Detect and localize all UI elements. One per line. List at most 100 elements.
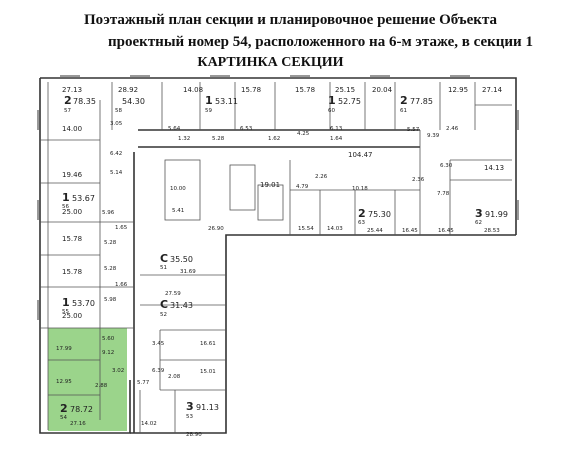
room-label: 6.30 bbox=[440, 163, 453, 169]
plan-title-line1: Поэтажный план секции и планировочное ре… bbox=[83, 12, 497, 28]
room-label: 6.13 bbox=[330, 126, 343, 132]
room-label: 17.99 bbox=[56, 346, 72, 352]
room-label: 16.61 bbox=[200, 341, 216, 347]
svg-text:56: 56 bbox=[62, 204, 69, 210]
room-label: 7.78 bbox=[437, 191, 450, 197]
room-label: 3.45 bbox=[152, 341, 165, 347]
svg-text:2: 2 bbox=[64, 94, 72, 107]
room-label: 9.39 bbox=[427, 133, 440, 139]
room-label: 6.39 bbox=[152, 368, 165, 374]
svg-text:91.13: 91.13 bbox=[196, 403, 219, 412]
room-label: 4.79 bbox=[296, 184, 309, 190]
room-label: 16.45 bbox=[402, 228, 418, 234]
room-label: 25.15 bbox=[335, 86, 355, 94]
svg-text:53.11: 53.11 bbox=[215, 97, 238, 106]
room-label: 16.45 bbox=[438, 228, 454, 234]
room-label: 20.04 bbox=[372, 86, 393, 94]
room-label: 10.18 bbox=[352, 186, 368, 192]
highlighted-apartment-fill[interactable] bbox=[48, 328, 127, 431]
room-label: 5.98 bbox=[104, 297, 117, 303]
room-label: 15.78 bbox=[241, 86, 261, 94]
svg-text:1: 1 bbox=[62, 296, 70, 309]
room-label: 27.14 bbox=[482, 86, 503, 94]
room-label: 15.78 bbox=[62, 268, 82, 276]
interior-walls bbox=[40, 82, 512, 433]
svg-text:53: 53 bbox=[186, 414, 193, 420]
svg-text:78.35: 78.35 bbox=[73, 97, 96, 106]
room-label: 104.47 bbox=[348, 151, 373, 159]
room-label: 5.64 bbox=[168, 126, 181, 132]
svg-text:3: 3 bbox=[475, 207, 483, 220]
room-label: 26.90 bbox=[208, 226, 224, 232]
room-label: 1.64 bbox=[330, 136, 343, 142]
svg-text:52: 52 bbox=[160, 312, 167, 318]
svg-text:С: С bbox=[160, 252, 168, 265]
room-label: 1.65 bbox=[115, 225, 128, 231]
svg-text:1: 1 bbox=[328, 94, 336, 107]
room-label: 27.13 bbox=[62, 86, 82, 94]
plan-title-line3: КАРТИНКА СЕКЦИИ bbox=[197, 55, 344, 70]
room-label: 5.28 bbox=[212, 136, 225, 142]
room-label: 14.13 bbox=[484, 164, 504, 172]
room-label: 1.66 bbox=[115, 282, 128, 288]
svg-text:1: 1 bbox=[62, 191, 70, 204]
room-label: 6.53 bbox=[240, 126, 253, 132]
room-label: 2.26 bbox=[315, 174, 328, 180]
room-label: 28.90 bbox=[186, 432, 202, 438]
room-label: 5.41 bbox=[172, 208, 184, 214]
svg-text:1: 1 bbox=[205, 94, 213, 107]
svg-text:С: С bbox=[160, 298, 168, 311]
svg-text:52.75: 52.75 bbox=[338, 97, 361, 106]
svg-text:77.85: 77.85 bbox=[410, 97, 433, 106]
svg-text:2: 2 bbox=[358, 207, 366, 220]
window-marks bbox=[37, 75, 519, 320]
svg-text:54: 54 bbox=[60, 415, 67, 421]
svg-text:91.99: 91.99 bbox=[485, 210, 508, 219]
room-label: 6.42 bbox=[110, 151, 122, 157]
svg-text:53.70: 53.70 bbox=[72, 299, 95, 308]
room-label: 3.02 bbox=[112, 368, 124, 374]
room-label: 14.03 bbox=[327, 226, 343, 232]
svg-text:53.67: 53.67 bbox=[72, 194, 95, 203]
room-label: 28.53 bbox=[484, 228, 500, 234]
room-label: 2.36 bbox=[412, 177, 425, 183]
room-label: 12.95 bbox=[56, 379, 72, 385]
svg-text:62: 62 bbox=[475, 220, 482, 226]
room-label: 10.00 bbox=[170, 186, 186, 192]
room-label: 25.00 bbox=[62, 208, 82, 216]
room-label: 12.95 bbox=[448, 86, 468, 94]
room-label: 14.02 bbox=[141, 421, 157, 427]
room-label: 15.54 bbox=[298, 226, 314, 232]
room-label: 15.01 bbox=[200, 369, 216, 375]
room-label: 9.12 bbox=[102, 350, 114, 356]
svg-text:51: 51 bbox=[160, 265, 167, 271]
room-label: 31.69 bbox=[180, 269, 196, 275]
room-label: 14.08 bbox=[183, 86, 203, 94]
svg-text:61: 61 bbox=[400, 108, 407, 114]
svg-text:31.43: 31.43 bbox=[170, 301, 193, 310]
room-label: 19.46 bbox=[62, 171, 83, 179]
room-label: 1.32 bbox=[178, 136, 190, 142]
svg-text:2: 2 bbox=[400, 94, 408, 107]
room-label: 1.62 bbox=[268, 136, 280, 142]
room-label: 5.28 bbox=[104, 240, 117, 246]
room-label: 5.28 bbox=[104, 266, 117, 272]
svg-text:58: 58 bbox=[115, 108, 122, 114]
room-label: 5.77 bbox=[137, 380, 150, 386]
room-label: 4.25 bbox=[297, 131, 310, 137]
